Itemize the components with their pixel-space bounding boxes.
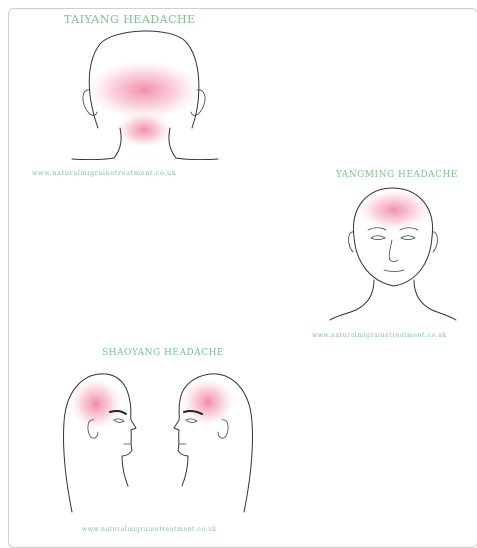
shaoyang-website-url: www.naturalmigrainetreatment.co.uk bbox=[82, 526, 217, 533]
shaoyang-pain-left-temple bbox=[70, 378, 122, 430]
yangming-website-url: www.naturalmigrainetreatment.co.uk bbox=[312, 332, 447, 339]
taiyang-head-illustration bbox=[22, 20, 242, 160]
taiyang-website-url: www.naturalmigrainetreatment.co.uk bbox=[32, 169, 176, 177]
taiyang-pain-neck bbox=[116, 112, 172, 148]
yangming-title: YANGMING HEADACHE bbox=[336, 170, 458, 180]
shaoyang-title: SHAOYANG HEADACHE bbox=[102, 348, 224, 358]
yangming-head-illustration bbox=[328, 182, 458, 327]
yangming-pain-forehead bbox=[358, 190, 430, 230]
taiyang-pain-occiput bbox=[86, 60, 202, 120]
shaoyang-head-illustration bbox=[58, 362, 258, 522]
